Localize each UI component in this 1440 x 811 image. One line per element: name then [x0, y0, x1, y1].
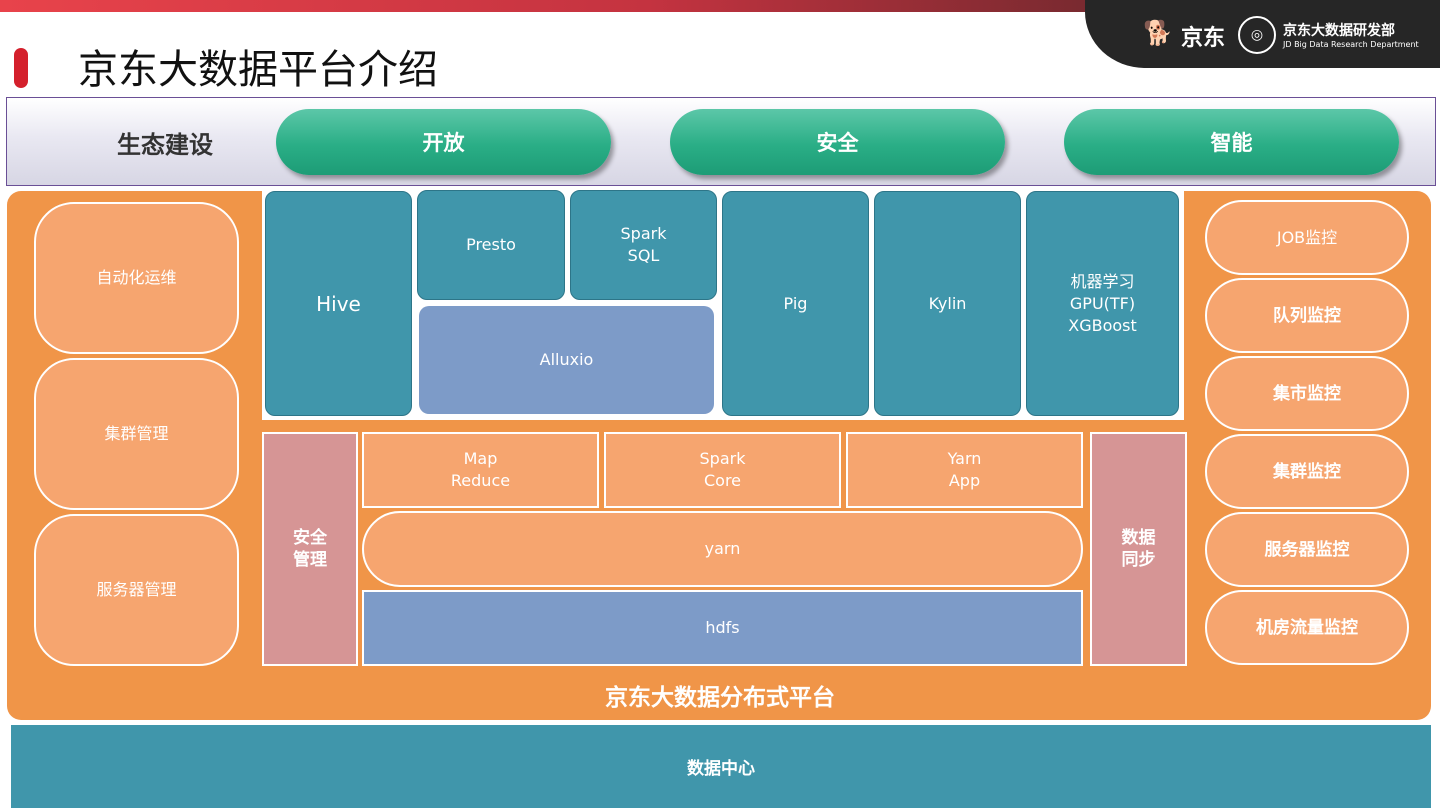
- jd-logo-text: 京东: [1180, 26, 1225, 51]
- mapreduce-box: Map Reduce: [362, 432, 599, 508]
- monitor-server: 服务器监控: [1205, 512, 1409, 587]
- ops-server-management: 服务器管理: [34, 514, 239, 666]
- yarn-box: yarn: [362, 511, 1083, 587]
- ops-automation: 自动化运维: [34, 202, 239, 354]
- hdfs-box: hdfs: [362, 590, 1083, 666]
- presto-box: Presto: [417, 190, 565, 300]
- title-accent-marker: [14, 48, 28, 88]
- pillar-intelligence: 智能: [1064, 109, 1399, 175]
- ops-cluster-management: 集群管理: [34, 358, 239, 510]
- alluxio-box: Alluxio: [419, 306, 714, 414]
- platform-label: 京东大数据分布式平台: [605, 685, 835, 711]
- monitor-cluster: 集群监控: [1205, 434, 1409, 509]
- spark-sql-box: Spark SQL: [570, 190, 717, 300]
- pillar-security: 安全: [670, 109, 1005, 175]
- page-title: 京东大数据平台介绍: [78, 47, 438, 93]
- monitor-queue: 队列监控: [1205, 278, 1409, 353]
- pig-box: Pig: [722, 191, 869, 416]
- yarn-app-box: Yarn App: [846, 432, 1083, 508]
- ml-box: 机器学习 GPU(TF) XGBoost: [1026, 191, 1179, 416]
- data-sync-box: 数据 同步: [1090, 432, 1187, 666]
- dept-name-en: JD Big Data Research Department: [1283, 40, 1419, 49]
- kylin-box: Kylin: [874, 191, 1021, 416]
- monitor-mart: 集市监控: [1205, 356, 1409, 431]
- dept-seal-icon: ◎: [1238, 16, 1276, 54]
- dept-name: 京东大数据研发部: [1283, 23, 1395, 39]
- spark-core-box: Spark Core: [604, 432, 841, 508]
- pillar-open: 开放: [276, 109, 611, 175]
- top-accent-bar: [0, 0, 1440, 12]
- hive-box: Hive: [265, 191, 412, 416]
- monitor-job: JOB监控: [1205, 200, 1409, 275]
- datacenter-box: 数据中心: [11, 725, 1431, 808]
- ecosystem-label: 生态建设: [117, 130, 213, 159]
- monitor-datacenter-traffic: 机房流量监控: [1205, 590, 1409, 665]
- security-management-box: 安全 管理: [262, 432, 358, 666]
- jd-dog-logo-icon: 🐕: [1143, 19, 1173, 47]
